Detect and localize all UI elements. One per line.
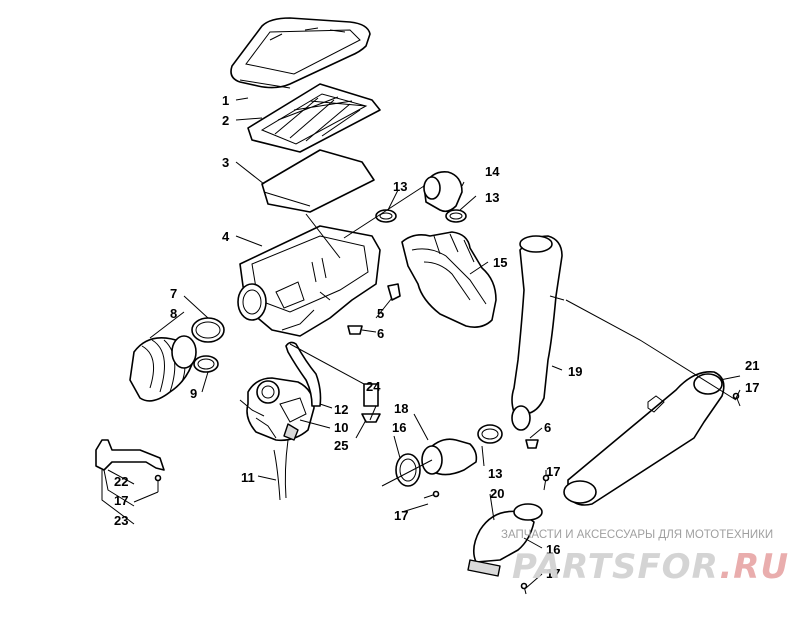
part-clamp-13b: [445, 209, 467, 223]
callout-18: 18: [394, 401, 408, 416]
callout-16b: 16: [546, 542, 560, 557]
callout-23: 23: [114, 513, 128, 528]
callout-24: 24: [366, 379, 381, 394]
part-intake-duct: [401, 231, 497, 328]
watermark-logo: PARTSFOR.RU: [512, 547, 789, 587]
callout-1: 1: [222, 93, 229, 108]
part-airbox-cover: [230, 17, 371, 89]
part-clamp-9: [193, 355, 219, 373]
part-mount-bracket: [95, 439, 165, 471]
part-airbox-housing: [237, 225, 381, 337]
part-reducer-18: [421, 438, 478, 476]
part-air-filter: [247, 83, 381, 153]
callout-14: 14: [485, 164, 500, 179]
callout-13c: 13: [488, 466, 502, 481]
callout-13b: 13: [485, 190, 499, 205]
part-screw-17e: [154, 474, 162, 492]
callout-20: 20: [490, 486, 504, 501]
part-screw-17a: [423, 490, 440, 499]
part-grommet-6b: [525, 439, 539, 449]
part-clamp-16: [395, 453, 421, 487]
part-clamp-13c: [477, 424, 503, 444]
callout-17a: 17: [394, 508, 408, 523]
callout-12: 12: [334, 402, 348, 417]
callout-15: 15: [493, 255, 507, 270]
callout-3: 3: [222, 155, 229, 170]
watermark: ЗАПЧАСТИ И АКСЕССУАРЫ ДЛЯ МОТОТЕХНИКИ PA…: [501, 529, 789, 587]
part-clamp-7: [191, 317, 225, 343]
watermark-logo-suffix: .RU: [719, 547, 789, 587]
callout-25: 25: [334, 438, 348, 453]
watermark-caption: ЗАПЧАСТИ И АКСЕССУАРЫ ДЛЯ МОТОТЕХНИКИ: [501, 529, 773, 541]
callout-6b: 6: [544, 420, 551, 435]
part-grommet-6a: [347, 325, 363, 335]
part-intake-elbow: [423, 170, 463, 213]
part-outlet-duct: [563, 371, 725, 506]
part-screw-17b: [732, 392, 741, 407]
callout-7: 7: [170, 286, 177, 301]
part-bracket-5: [387, 283, 401, 301]
callout-21: 21: [745, 358, 759, 373]
part-intake-tube: [511, 235, 565, 431]
callout-16a: 16: [392, 420, 406, 435]
part-drain-tube: [273, 439, 289, 501]
part-carburetor: [246, 377, 315, 442]
callout-9: 9: [190, 386, 197, 401]
callout-19: 19: [568, 364, 582, 379]
part-screw-17d: [520, 582, 528, 595]
callout-4: 4: [222, 229, 230, 244]
callout-labels: 1 2 3 4 5 6 6 7 8 9 10 11 12 13 13 13 14…: [114, 93, 759, 581]
callout-22: 22: [114, 474, 128, 489]
callout-2: 2: [222, 113, 229, 128]
part-filter-plate: [261, 149, 375, 213]
callout-8: 8: [170, 306, 177, 321]
callout-6a: 6: [377, 326, 384, 341]
callout-17e: 17: [114, 493, 128, 508]
part-flex-boot: [129, 335, 197, 402]
callout-5: 5: [377, 306, 384, 321]
callout-11: 11: [241, 470, 255, 485]
callout-17b: 17: [745, 380, 759, 395]
part-clamp-13a: [375, 209, 397, 223]
alignment-lines: [101, 97, 741, 589]
callout-17d: 17: [546, 566, 560, 581]
callout-10: 10: [334, 420, 348, 435]
part-vent-hose: [285, 341, 322, 407]
watermark-logo-main: PARTSFOR: [512, 547, 719, 587]
callout-13a: 13: [393, 179, 407, 194]
callout-17c: 17: [546, 464, 560, 479]
